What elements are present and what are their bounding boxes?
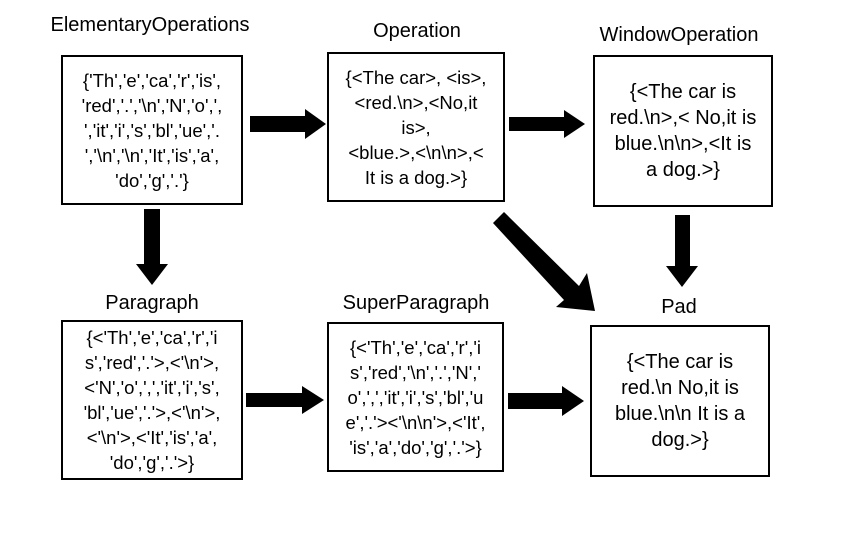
node-text-line: <blue.>,<\n\n>,< — [348, 141, 484, 163]
arrow-window-operation-to-pad — [666, 215, 698, 287]
node-paragraph: {<'Th','e','ca','r','i s','red','.'>,<'\… — [61, 320, 243, 480]
node-text-line: 'do','g','.'} — [115, 169, 189, 191]
node-text-line: o',',','it','i','s','bl','u — [347, 386, 484, 408]
node-text-line: {'Th','e','ca','r','is', — [82, 69, 222, 91]
arrow-operation-to-pad — [493, 212, 595, 311]
node-super-paragraph: {<'Th','e','ca','r','i s','red','\n','.'… — [327, 322, 504, 472]
node-text-line: 'bl','ue','.'>,<'\n'>, — [83, 402, 221, 423]
node-text-line: blue.\n\n It is a — [614, 403, 746, 425]
node-text-line: is>, — [401, 116, 431, 138]
node-operation: {<The car>, <is>, <red.\n>,<No,it is>, <… — [327, 52, 505, 202]
node-text-line: {<The car>, <is>, — [345, 66, 487, 88]
node-text-line: {<'Th','e','ca','r','i — [349, 336, 482, 358]
node-text-line: {<The car is — [626, 351, 734, 373]
arrow-paragraph-to-super-paragraph — [246, 386, 324, 414]
node-window-operation: {<The car is red.\n>,< No,it is blue.\n\… — [593, 55, 773, 207]
node-title-window-operation: WindowOperation — [599, 24, 759, 46]
node-text-line: 'do','g','.'>} — [109, 452, 195, 473]
node-text-line: dog.>} — [651, 429, 709, 451]
node-text-line: red.\n No,it is — [621, 377, 739, 399]
node-title-operation: Operation — [373, 20, 461, 42]
node-text-line: s','red','\n','.','N',' — [350, 361, 481, 383]
node-title-pad: Pad — [661, 296, 697, 318]
node-text-line: 'is','a','do','g','.'>} — [349, 436, 482, 458]
node-title-super-paragraph: SuperParagraph — [342, 292, 490, 314]
node-text-line: ','\n','\n','It','is','a', — [84, 144, 220, 166]
arrow-super-paragraph-to-pad — [508, 386, 584, 416]
node-text-line: a dog.>} — [646, 159, 720, 181]
node-elementary-operations: {'Th','e','ca','r','is', 'red','.','\n',… — [61, 55, 243, 205]
node-pad: {<The car is red.\n No,it is blue.\n\n I… — [590, 325, 770, 477]
node-text-line: blue.\n\n>,<It is — [614, 133, 752, 155]
arrow-elementary-to-operation — [250, 109, 326, 139]
node-text-line: e','.'><'\n\n'>,<'It', — [345, 411, 486, 433]
arrow-elementary-to-paragraph — [136, 209, 168, 285]
node-text-line: ','it','i','s','bl','ue','. — [84, 119, 220, 141]
node-text-line: {<The car is — [629, 81, 737, 103]
node-title-paragraph: Paragraph — [105, 292, 199, 314]
node-text-line: <red.\n>,<No,it — [354, 91, 478, 113]
node-text-line: <'N','o',',','it','i','s', — [84, 377, 220, 398]
node-text-line: <'\n'>,<'It','is','a', — [86, 427, 218, 448]
node-text-line: It is a dog.>} — [364, 166, 468, 188]
node-title-elementary-operations: ElementaryOperations — [50, 14, 250, 36]
node-text-line: red.\n>,< No,it is — [609, 107, 757, 129]
arrow-operation-to-window-operation — [509, 110, 585, 138]
node-text-line: 'red','.','\n','N','o',', — [81, 94, 223, 116]
node-text-line: {<'Th','e','ca','r','i — [86, 327, 218, 348]
node-text-line: s','red','.'>,<'\n'>, — [84, 352, 220, 373]
